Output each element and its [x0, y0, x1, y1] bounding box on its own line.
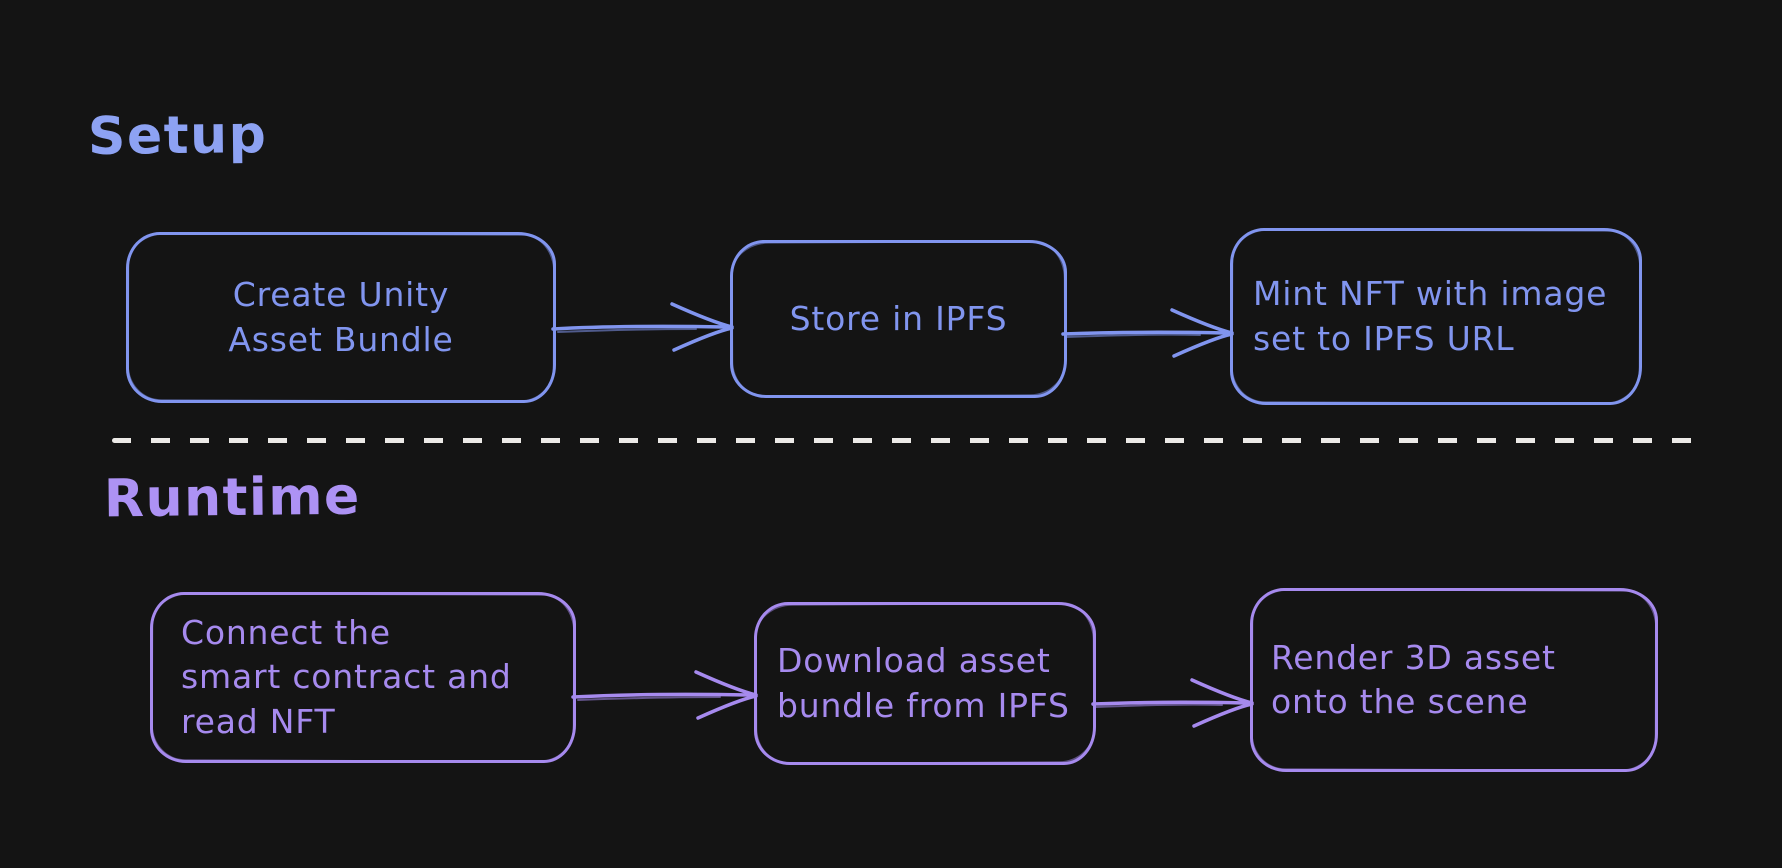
flow-node-connect-smart-contract: Connect the smart contract and read NFT — [150, 592, 576, 763]
flow-node-mint-nft-ipfs-url: Mint NFT with image set to IPFS URL — [1230, 228, 1642, 405]
node-label: Render 3D asset onto the scene — [1271, 637, 1556, 721]
node-label: Mint NFT with image set to IPFS URL — [1253, 274, 1608, 358]
section-title-setup: Setup — [87, 105, 268, 167]
node-label: Download asset bundle from IPFS — [777, 641, 1070, 725]
flow-arrow-icon — [571, 670, 758, 720]
flow-node-render-3d-asset: Render 3D asset onto the scene — [1250, 588, 1658, 772]
section-divider-dashed-line — [112, 438, 1694, 443]
flow-arrow-icon — [1091, 678, 1254, 728]
flow-node-download-asset-bundle: Download asset bundle from IPFS — [754, 602, 1096, 765]
flow-arrow-icon — [1061, 308, 1234, 358]
node-label: Connect the smart contract and read NFT — [181, 613, 512, 741]
node-label: Create Unity Asset Bundle — [228, 275, 454, 359]
flow-arrow-icon — [551, 302, 734, 352]
flow-node-store-in-ipfs: Store in IPFS — [730, 240, 1067, 398]
flow-node-create-unity-asset-bundle: Create Unity Asset Bundle — [126, 232, 556, 403]
node-label: Store in IPFS — [789, 298, 1008, 338]
section-title-runtime: Runtime — [103, 466, 362, 530]
